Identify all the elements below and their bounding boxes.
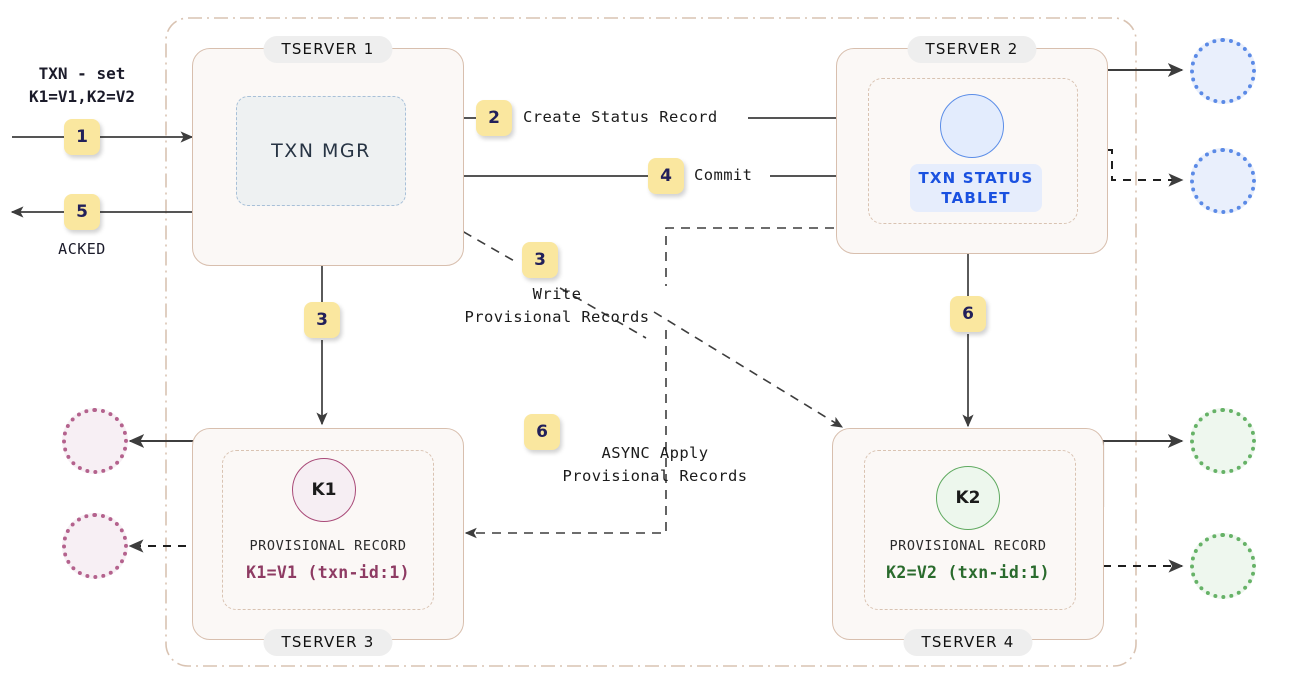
tserver-4-provisional-title: PROVISIONAL RECORD (889, 538, 1047, 554)
step-badge-3-tserver3[interactable]: 3 (304, 302, 340, 338)
request-label-line1: TXN - set (38, 64, 126, 83)
tserver-1-label: TSERVER 1 (263, 36, 393, 63)
tserver-2-label: TSERVER 2 (907, 36, 1037, 63)
step-badge-6-async[interactable]: 6 (524, 414, 560, 450)
k1-node[interactable]: K1 (292, 458, 356, 522)
tserver-3-provisional-value: K1=V1 (txn-id:1) (246, 563, 410, 582)
edge-label-async-apply-line2: Provisional Records (562, 467, 748, 485)
txn-status-tablet-line2: TABLET (941, 189, 1011, 207)
txn-status-node[interactable] (940, 94, 1004, 158)
edge-label-commit: Commit (694, 166, 753, 184)
txn-status-tablet-line1: TXN STATUS (918, 168, 1034, 187)
edge-label-write-provisional-line1: Write (532, 285, 582, 303)
replica-circle-pink-2 (62, 513, 128, 579)
edge-label-write-provisional-line2: Provisional Records (464, 308, 650, 326)
step-badge-1[interactable]: 1 (64, 119, 100, 155)
edge-write-provisional-tserver4-c (653, 311, 844, 428)
tserver-4-label: TSERVER 4 (903, 629, 1033, 656)
acked-label: ACKED (58, 240, 106, 258)
request-label-line2: K1=V1,K2=V2 (29, 87, 135, 106)
replica-circle-pink-1 (62, 408, 128, 474)
txn-status-tablet-pill[interactable]: TXN STATUS TABLET (910, 164, 1042, 212)
replica-circle-green-1 (1190, 408, 1256, 474)
tserver-3-provisional-title: PROVISIONAL RECORD (249, 538, 407, 554)
step-badge-4[interactable]: 4 (648, 158, 684, 194)
replica-circle-green-2 (1190, 533, 1256, 599)
tserver-3-label: TSERVER 3 (263, 629, 393, 656)
step-badge-5[interactable]: 5 (64, 194, 100, 230)
edge-apply-tserver3-b (464, 330, 667, 539)
edge-label-async-apply-line1: ASYNC Apply (601, 444, 709, 462)
edge-label-create-status-record: Create Status Record (523, 108, 718, 126)
tserver-4-provisional-value: K2=V2 (txn-id:1) (886, 563, 1050, 582)
step-badge-6-tserver4[interactable]: 6 (950, 296, 986, 332)
step-badge-2[interactable]: 2 (476, 100, 512, 136)
k2-node[interactable]: K2 (936, 466, 1000, 530)
tserver-3-inner-region (222, 450, 434, 610)
replica-circle-blue-1 (1190, 38, 1256, 104)
tserver-4-inner-region (864, 450, 1076, 610)
replica-circle-blue-2 (1190, 148, 1256, 214)
step-badge-3-write-provisional[interactable]: 3 (522, 242, 558, 278)
tserver-2-inner-region (868, 78, 1078, 224)
txn-manager-box[interactable]: TXN MGR (236, 96, 406, 206)
